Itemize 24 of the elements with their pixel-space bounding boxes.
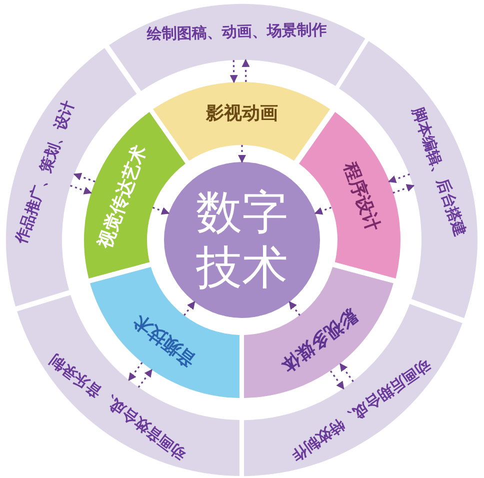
arrow — [73, 172, 96, 182]
arrow — [388, 174, 410, 184]
arrow — [152, 206, 170, 215]
segment-label: 绘制图稿、动画、场景制作 — [146, 21, 327, 43]
segment-label: 程序设计 — [339, 160, 382, 234]
arrow — [138, 369, 152, 388]
segment-label: 脚本编辑、后台搭建 — [408, 106, 468, 239]
segment-label: 视觉传达艺术 — [95, 142, 151, 251]
arrow — [242, 58, 250, 82]
center-title: 数字技术 — [195, 184, 289, 296]
arrow — [70, 184, 92, 194]
arrow — [238, 145, 246, 163]
arrow — [184, 301, 196, 316]
segment-label: 音频技术 — [130, 310, 200, 370]
arrow — [330, 370, 344, 390]
arrow — [340, 363, 354, 382]
arrow — [314, 206, 332, 215]
arrow — [128, 362, 143, 381]
segment-label: 影视动画 — [206, 104, 278, 124]
segment-label: 作品推广、策划、设计 — [13, 98, 78, 246]
segment-label: 影视多媒体 — [277, 305, 361, 376]
arrow — [230, 60, 238, 84]
arrow — [288, 301, 300, 316]
arrow — [392, 184, 415, 194]
